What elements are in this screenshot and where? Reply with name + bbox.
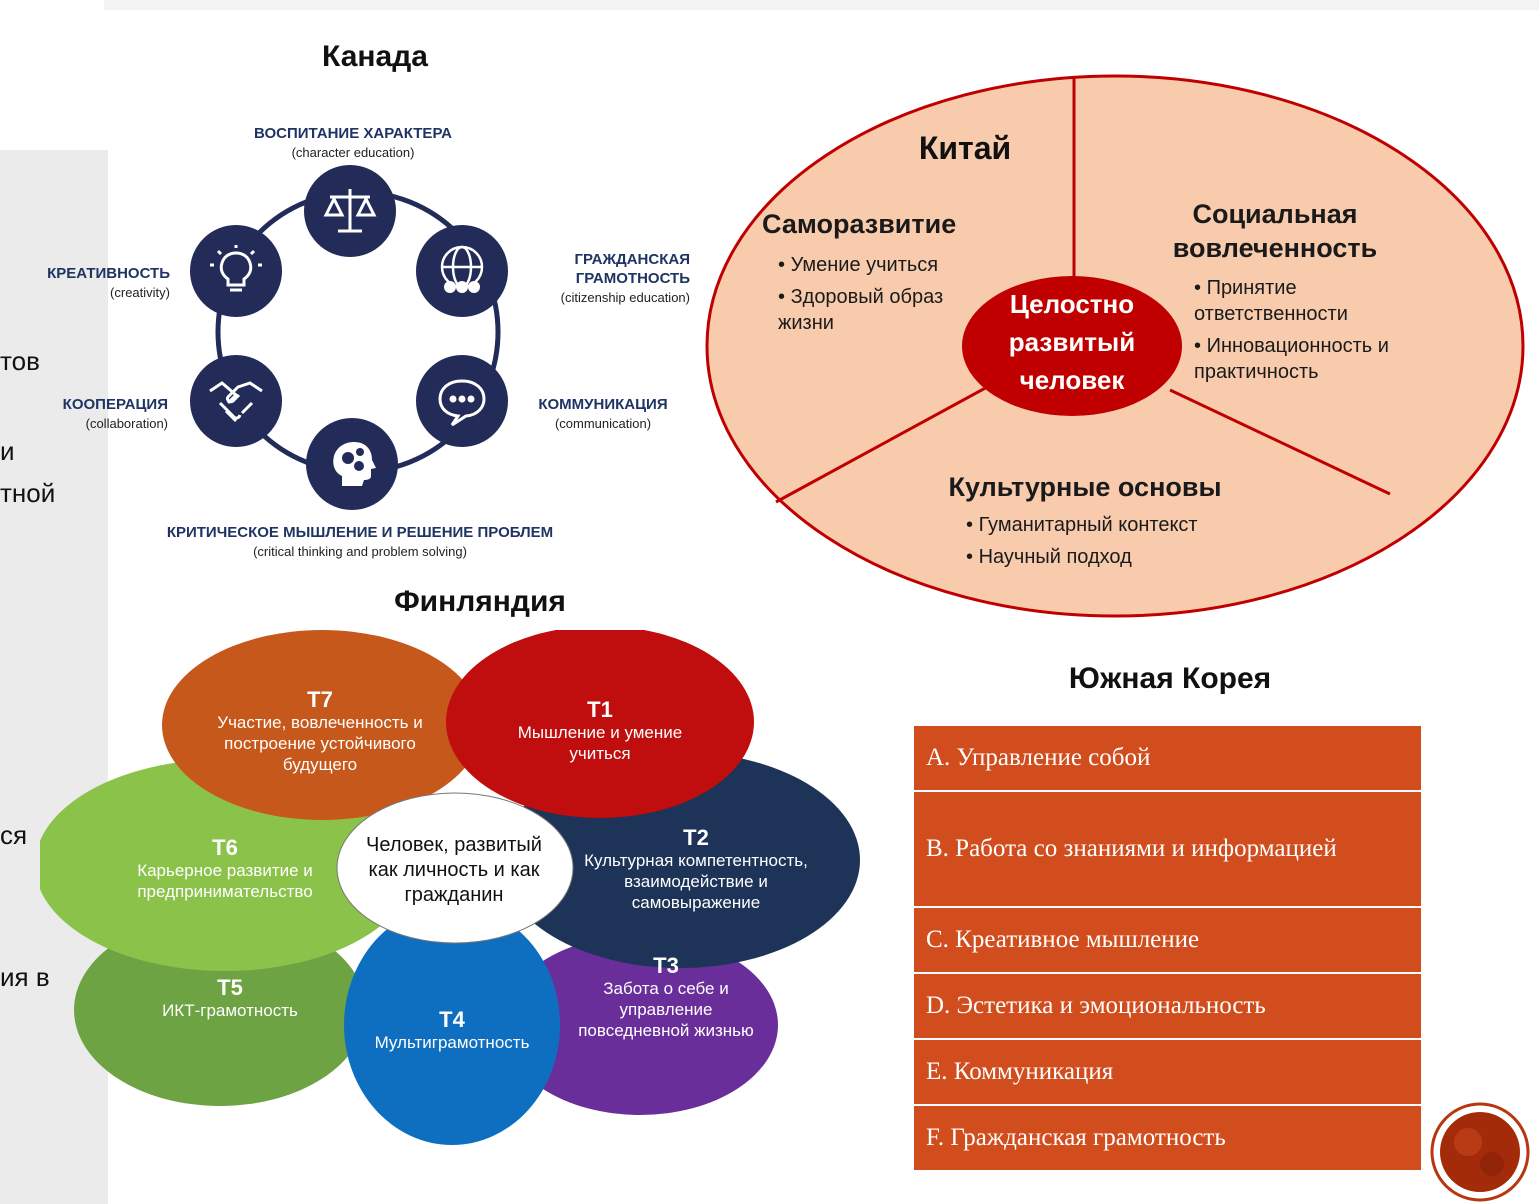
canada-label-creativity: КРЕАТИВНОСТЬ(creativity): [47, 265, 170, 300]
korea-row: A. Управление собой: [914, 726, 1421, 792]
korea-title: Южная Корея: [1068, 662, 1272, 695]
left-text-panel: тов и тной ся ия в: [0, 150, 108, 1204]
canada-label-communication: КОММУНИКАЦИЯ(communication): [538, 396, 668, 431]
canada-label-collaboration: КООПЕРАЦИЯ(collaboration): [62, 396, 168, 431]
china-sector-bullets: • Умение учиться • Здоровый образ жизни: [778, 254, 944, 334]
canada-title: Канада: [322, 40, 428, 73]
left-fragment: ся: [0, 820, 28, 850]
finland-center: Человек, развитый как личность и как гра…: [366, 834, 542, 906]
china-title: Китай: [918, 130, 1012, 166]
handshake-icon: [190, 355, 282, 447]
globe-people-icon: [416, 225, 508, 317]
canada-label-critical: КРИТИЧЕСКОЕ МЫШЛЕНИЕ И РЕШЕНИЕ ПРОБЛЕМ(c…: [166, 524, 554, 559]
left-top-area: [0, 0, 104, 148]
korea-row: B. Работа со знаниями и информацией: [914, 792, 1421, 908]
top-border: [104, 0, 1539, 10]
korea-row: D. Эстетика и эмоциональность: [914, 974, 1421, 1040]
left-fragment: и: [0, 436, 15, 466]
scales-icon: [304, 165, 396, 257]
finland-title: Финляндия: [394, 585, 566, 618]
decorative-circle-ornament: [1430, 1102, 1530, 1202]
china-diagram: [705, 74, 1525, 618]
korea-row: C. Креативное мышление: [914, 908, 1421, 974]
korea-row: F. Гражданская грамотность: [914, 1106, 1421, 1170]
head-gears-icon: [306, 418, 398, 510]
lightbulb-icon: [190, 225, 282, 317]
china-sector-title: Саморазвитие: [762, 209, 957, 239]
speech-bubble-icon: [416, 355, 508, 447]
left-fragment: тной: [0, 478, 56, 508]
china-center: Целостно развитый человек: [1008, 289, 1136, 395]
canada-label-citizenship: ГРАЖДАНСКАЯ ГРАМОТНОСТЬ(citizenship educ…: [560, 251, 690, 305]
finland-flower: [40, 630, 860, 1145]
china-sector-title: Социальная вовлеченность: [1172, 199, 1378, 263]
canada-label-character: ВОСПИТАНИЕ ХАРАКТЕРА(character education…: [254, 125, 452, 160]
left-fragment: тов: [0, 346, 40, 376]
korea-row: E. Коммуникация: [914, 1040, 1421, 1106]
china-sector-bullets: • Принятие ответственности • Инновационн…: [1194, 277, 1389, 383]
china-sector-bullets: • Гуманитарный контекст • Научный подход: [966, 514, 1198, 568]
china-sector-title: Культурные основы: [948, 472, 1222, 502]
left-fragment: ия в: [0, 962, 50, 992]
